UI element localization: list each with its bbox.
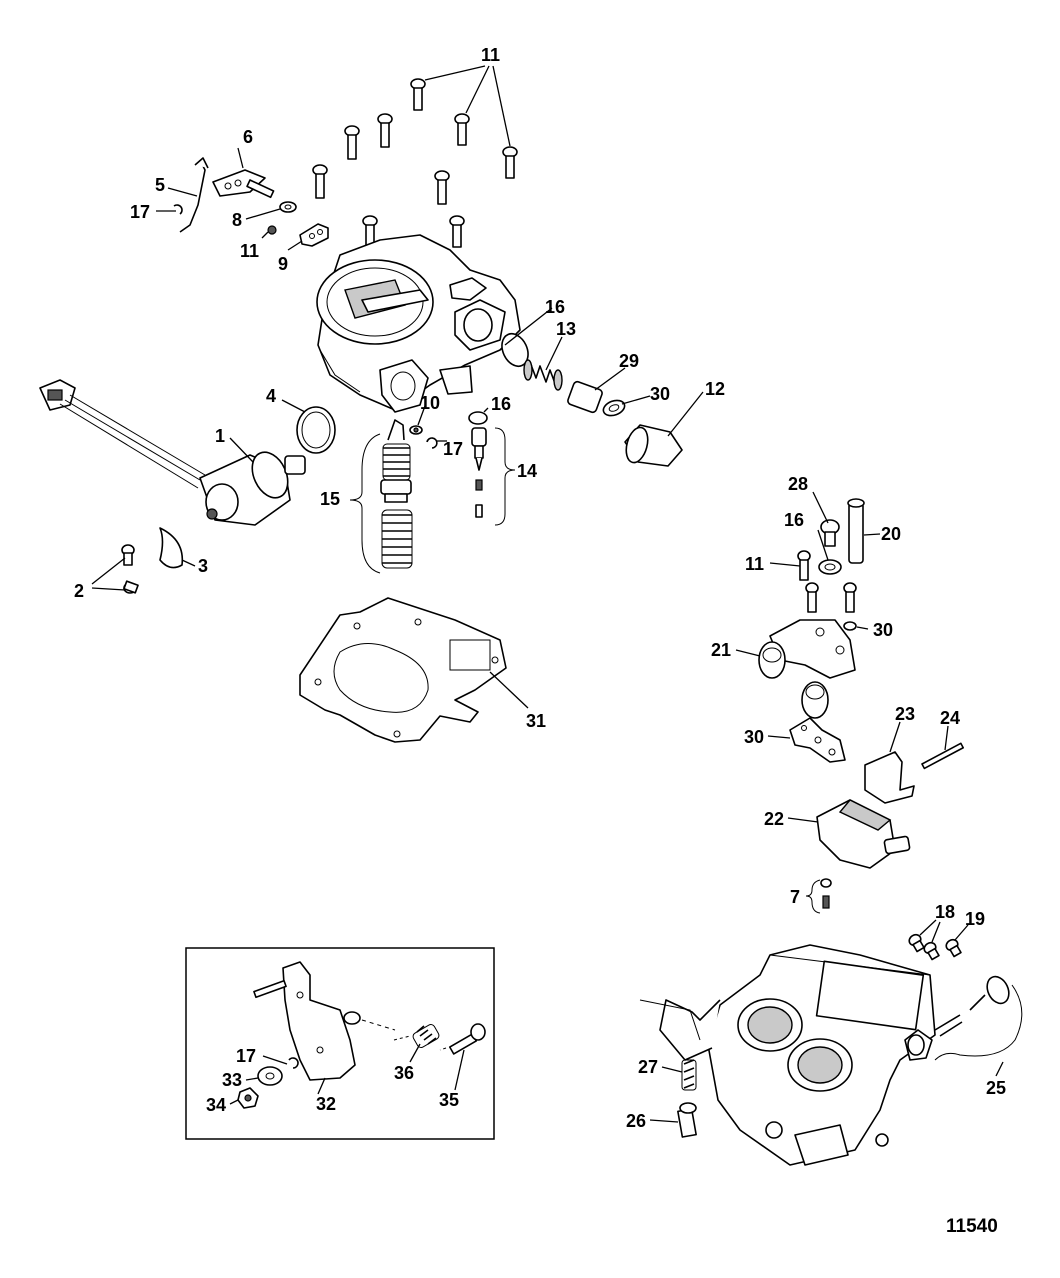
- callout-22: 22: [764, 809, 784, 829]
- gasket-31: [299, 597, 507, 743]
- callout-17: 17: [130, 202, 150, 222]
- callout-16: 16: [784, 510, 804, 530]
- throttle-parts-right: [797, 498, 865, 631]
- screws-11-top: [312, 78, 518, 248]
- callout-8: 8: [232, 210, 242, 230]
- callout-35: 35: [439, 1090, 459, 1110]
- callout-4: 4: [266, 386, 276, 406]
- callout-5: 5: [155, 175, 165, 195]
- callout-30: 30: [873, 620, 893, 640]
- callout-31: 31: [526, 711, 546, 731]
- callout-2: 2: [74, 581, 84, 601]
- callout-32: 32: [316, 1094, 336, 1114]
- callout-19: 19: [965, 909, 985, 929]
- linkage-parts: [173, 157, 329, 247]
- detail-inset-frame: [185, 947, 495, 1140]
- bracket-23: [864, 751, 915, 804]
- callout-27: 27: [638, 1057, 658, 1077]
- callout-18: 18: [935, 902, 955, 922]
- callout-26: 26: [626, 1111, 646, 1131]
- callout-6: 6: [243, 127, 253, 147]
- callout-23: 23: [895, 704, 915, 724]
- screw-spring-25: [904, 975, 1010, 1061]
- callout-34: 34: [206, 1095, 226, 1115]
- callout-9: 9: [278, 254, 288, 274]
- callout-28: 28: [788, 474, 808, 494]
- screws-18-19: [908, 933, 962, 961]
- callout-36: 36: [394, 1063, 414, 1083]
- callout-15: 15: [320, 489, 340, 509]
- fitting-12: [624, 424, 683, 467]
- callout-20: 20: [881, 524, 901, 544]
- carburetor-air-horn: [316, 234, 521, 413]
- callout-3: 3: [198, 556, 208, 576]
- screw-spring-26-27: [677, 1059, 697, 1138]
- spring-7: [820, 878, 832, 909]
- callout-30: 30: [650, 384, 670, 404]
- cover-22: [816, 799, 911, 869]
- callout-30: 30: [744, 727, 764, 747]
- callout-7: 7: [790, 887, 800, 907]
- throttle-body: [639, 944, 936, 1166]
- needle-valve-14: [471, 427, 487, 518]
- callout-16: 16: [491, 394, 511, 414]
- callout-11: 11: [481, 45, 500, 65]
- callout-33: 33: [222, 1070, 242, 1090]
- callout-29: 29: [619, 351, 639, 371]
- callout-24: 24: [940, 708, 960, 728]
- callout-10: 10: [420, 393, 440, 413]
- callout-21: 21: [711, 640, 731, 660]
- figure-number: 11540: [946, 1216, 998, 1237]
- callout-13: 13: [556, 319, 576, 339]
- callout-25: 25: [986, 1078, 1006, 1098]
- callout-1: 1: [215, 426, 225, 446]
- callout-11: 11: [240, 241, 259, 261]
- spring-13: [523, 359, 563, 391]
- solenoid-1: [39, 379, 306, 526]
- bracket-21: [758, 619, 856, 719]
- callout-17: 17: [443, 439, 463, 459]
- callout-12: 12: [705, 379, 725, 399]
- callout-16: 16: [545, 297, 565, 317]
- callout-11: 11: [745, 554, 764, 574]
- detail-inset-parts: [237, 961, 486, 1109]
- callout-17: 17: [236, 1046, 256, 1066]
- accelerator-pump-15: [380, 419, 413, 569]
- plate-30: [789, 717, 846, 763]
- callout-14: 14: [517, 461, 537, 481]
